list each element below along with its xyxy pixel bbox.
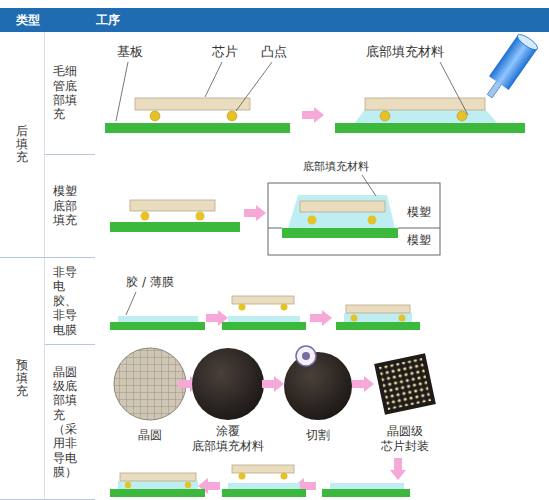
part-label: 底部填充材料 (303, 160, 369, 174)
process-type-cell: 晶圆级底部填充（采用非导电膜） (45, 345, 95, 500)
part-label: 胶 / 薄膜 (126, 275, 174, 290)
cell-text: 非导电胶、非导电膜 (53, 265, 88, 337)
category-cell: 后填充 (0, 32, 45, 258)
part-label: 模塑 (407, 205, 431, 220)
cell-text: 毛细管底部填充 (53, 64, 88, 122)
part-label: 切割 (306, 428, 330, 443)
process-type-cell: 毛细管底部填充 (45, 32, 95, 155)
header-cell: 工序 (92, 8, 549, 32)
part-label: 底部填充材料 (366, 44, 444, 60)
cell-text: 类型 (16, 12, 40, 29)
cell-text: 预填充 (16, 359, 28, 399)
part-label: 基板 (117, 44, 143, 60)
part-label: 晶圆 (138, 428, 162, 443)
cell-text: 晶圆级底部填充（采用非导电膜） (53, 365, 88, 480)
category-cell: 预填充 (0, 258, 45, 500)
process-type-cell: 非导电胶、非导电膜 (45, 258, 95, 345)
part-label: 涂覆 底部填充材料 (188, 424, 268, 454)
cell-text: 模塑底部填充 (53, 184, 88, 227)
part-label: 芯片 (212, 44, 238, 60)
part-label: 晶圆级 芯片封装 (377, 424, 433, 454)
part-label: 凸点 (261, 44, 287, 60)
process-type-cell: 模塑底部填充 (45, 155, 95, 258)
header-cell: 类型 (0, 8, 92, 32)
part-label: 模塑 (407, 233, 431, 248)
cell-text: 工序 (96, 12, 120, 29)
cell-text: 后填充 (16, 125, 28, 165)
